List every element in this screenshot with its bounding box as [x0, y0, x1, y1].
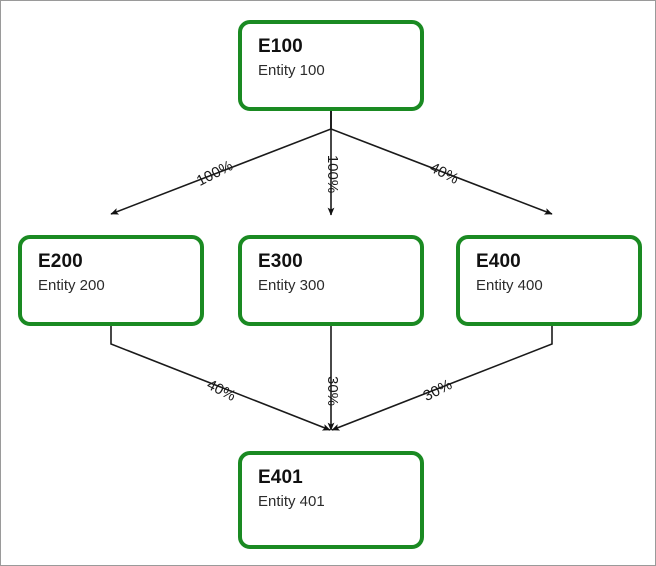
edge-label-e100-e400: 40% — [427, 159, 461, 188]
edge-e400-e401 — [331, 326, 553, 431]
node-subtitle: Entity 100 — [258, 62, 325, 80]
node-subtitle: Entity 400 — [476, 277, 543, 295]
node-title: E400 — [476, 251, 521, 272]
edge-label-e100-e300: 100% — [324, 155, 341, 193]
node-title: E100 — [258, 36, 303, 57]
node-e400[interactable]: E400 Entity 400 — [456, 235, 642, 326]
edge-label-e300-e401: 30% — [324, 376, 341, 406]
edge-e200-e401 — [110, 326, 331, 431]
node-e300[interactable]: E300 Entity 300 — [238, 235, 424, 326]
node-title: E300 — [258, 251, 303, 272]
node-e401[interactable]: E401 Entity 401 — [238, 451, 424, 549]
edge-e100-e400 — [330, 111, 553, 215]
node-subtitle: Entity 200 — [38, 277, 105, 295]
edge-label-e400-e401: 30% — [421, 376, 455, 405]
node-e100[interactable]: E100 Entity 100 — [238, 20, 424, 111]
node-title: E401 — [258, 467, 303, 488]
edge-label-e200-e401: 40% — [204, 376, 238, 405]
node-subtitle: Entity 300 — [258, 277, 325, 295]
node-title: E200 — [38, 251, 83, 272]
node-e200[interactable]: E200 Entity 200 — [18, 235, 204, 326]
node-subtitle: Entity 401 — [258, 493, 325, 511]
edge-label-e100-e200: 100% — [194, 157, 236, 190]
